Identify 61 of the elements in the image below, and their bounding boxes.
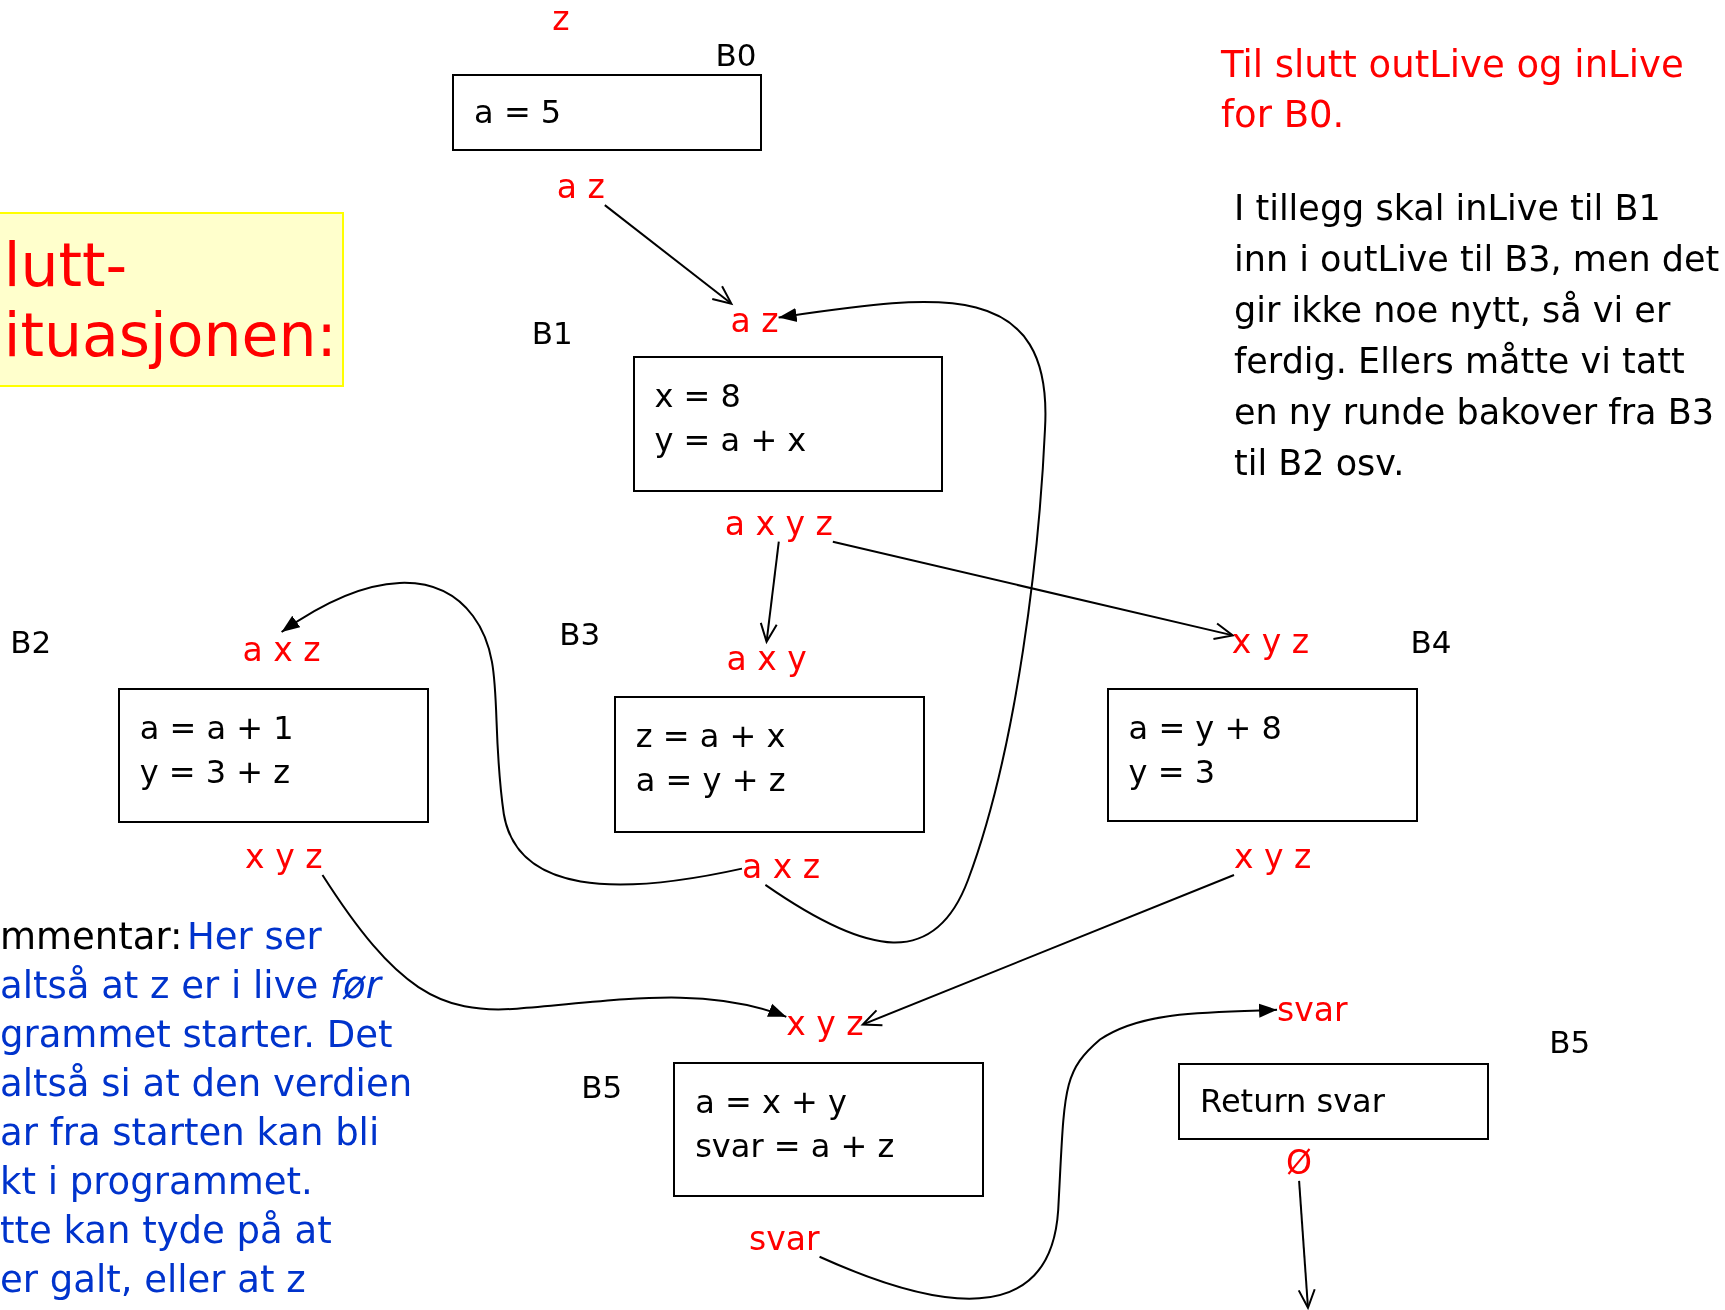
arrow xyxy=(831,540,1234,641)
comment-text: er galt, eller at z xyxy=(0,1257,306,1303)
live-variable-set: a x y xyxy=(726,640,807,678)
block-label: B5 xyxy=(1549,1023,1591,1060)
block-label: B3 xyxy=(559,615,601,652)
live-variable-set: Ø xyxy=(1286,1144,1313,1181)
arrow xyxy=(321,874,788,1018)
comment-text: ar fra starten kan bli xyxy=(0,1110,380,1156)
code-line: Return svar xyxy=(1200,1080,1386,1122)
code-line: x = 8 xyxy=(654,376,742,418)
code-line: svar = a + z xyxy=(695,1125,896,1167)
arrow xyxy=(861,874,1235,1027)
comment-text: Her ser xyxy=(187,914,322,960)
live-variable-set: a x z xyxy=(741,848,821,885)
code-line: y = 3 + z xyxy=(139,751,292,793)
comment-label: mmentar: xyxy=(0,914,183,960)
code-line: a = y + 8 xyxy=(1128,707,1283,749)
arrow xyxy=(1297,1179,1316,1309)
live-variable-set: a z xyxy=(556,168,605,206)
code-line: z = a + x xyxy=(635,716,787,758)
arrow xyxy=(818,1003,1279,1300)
code-block xyxy=(632,356,943,492)
block-label: B2 xyxy=(10,624,52,661)
comment-text: kt i programmet. xyxy=(0,1159,313,1205)
highlight-box: lutt- ituasjonen: xyxy=(0,212,345,388)
comment-text: altså at z er i live før xyxy=(0,963,381,1009)
block-label: B4 xyxy=(1410,624,1452,661)
live-variable-set: z xyxy=(552,0,570,37)
code-block xyxy=(673,1061,985,1197)
heading-note: Til slutt outLive og inLive for B0. xyxy=(1221,42,1685,138)
code-line: a = a + 1 xyxy=(139,707,295,749)
code-block xyxy=(1106,687,1418,822)
live-variable-set: x y z xyxy=(786,1005,864,1043)
code-line: a = y + z xyxy=(635,760,787,802)
code-block xyxy=(1178,1062,1490,1140)
live-variable-set: x y z xyxy=(245,838,323,876)
live-variable-set: x y z xyxy=(1231,624,1310,661)
live-variable-set: a x z xyxy=(242,631,321,669)
comment-text: altså si at den verdien xyxy=(0,1061,413,1107)
comment-text: tte kan tyde på at xyxy=(0,1208,332,1254)
block-label: B0 xyxy=(715,37,757,73)
arrow xyxy=(764,301,1046,944)
code-block xyxy=(613,696,926,833)
live-variable-set: x y z xyxy=(1234,838,1312,876)
arrow xyxy=(603,204,733,305)
block-label: B5 xyxy=(581,1068,623,1105)
live-variable-set: svar xyxy=(1277,991,1348,1028)
comment-text: grammet starter. Det xyxy=(0,1012,393,1058)
code-line: a = x + y xyxy=(695,1081,848,1123)
block-label: B1 xyxy=(531,315,573,352)
live-variable-set: a z xyxy=(730,303,779,340)
live-variable-set: svar xyxy=(749,1220,820,1257)
arrow xyxy=(280,581,743,886)
code-block xyxy=(452,73,763,151)
arrow xyxy=(759,540,780,643)
code-line: y = a + x xyxy=(654,420,808,462)
explanation-paragraph: I tillegg skal inLive til B1 inn i outLive til B3, men det gir ikke noe nytt, så vi er ferdig. Ellers måtte vi tatt en ny runde bakover fra B3 til B2 osv. xyxy=(1234,187,1721,485)
live-variable-set: a x y z xyxy=(724,505,833,542)
code-line: a = 5 xyxy=(474,91,563,133)
code-line: y = 3 xyxy=(1128,751,1217,793)
code-block xyxy=(117,687,429,823)
